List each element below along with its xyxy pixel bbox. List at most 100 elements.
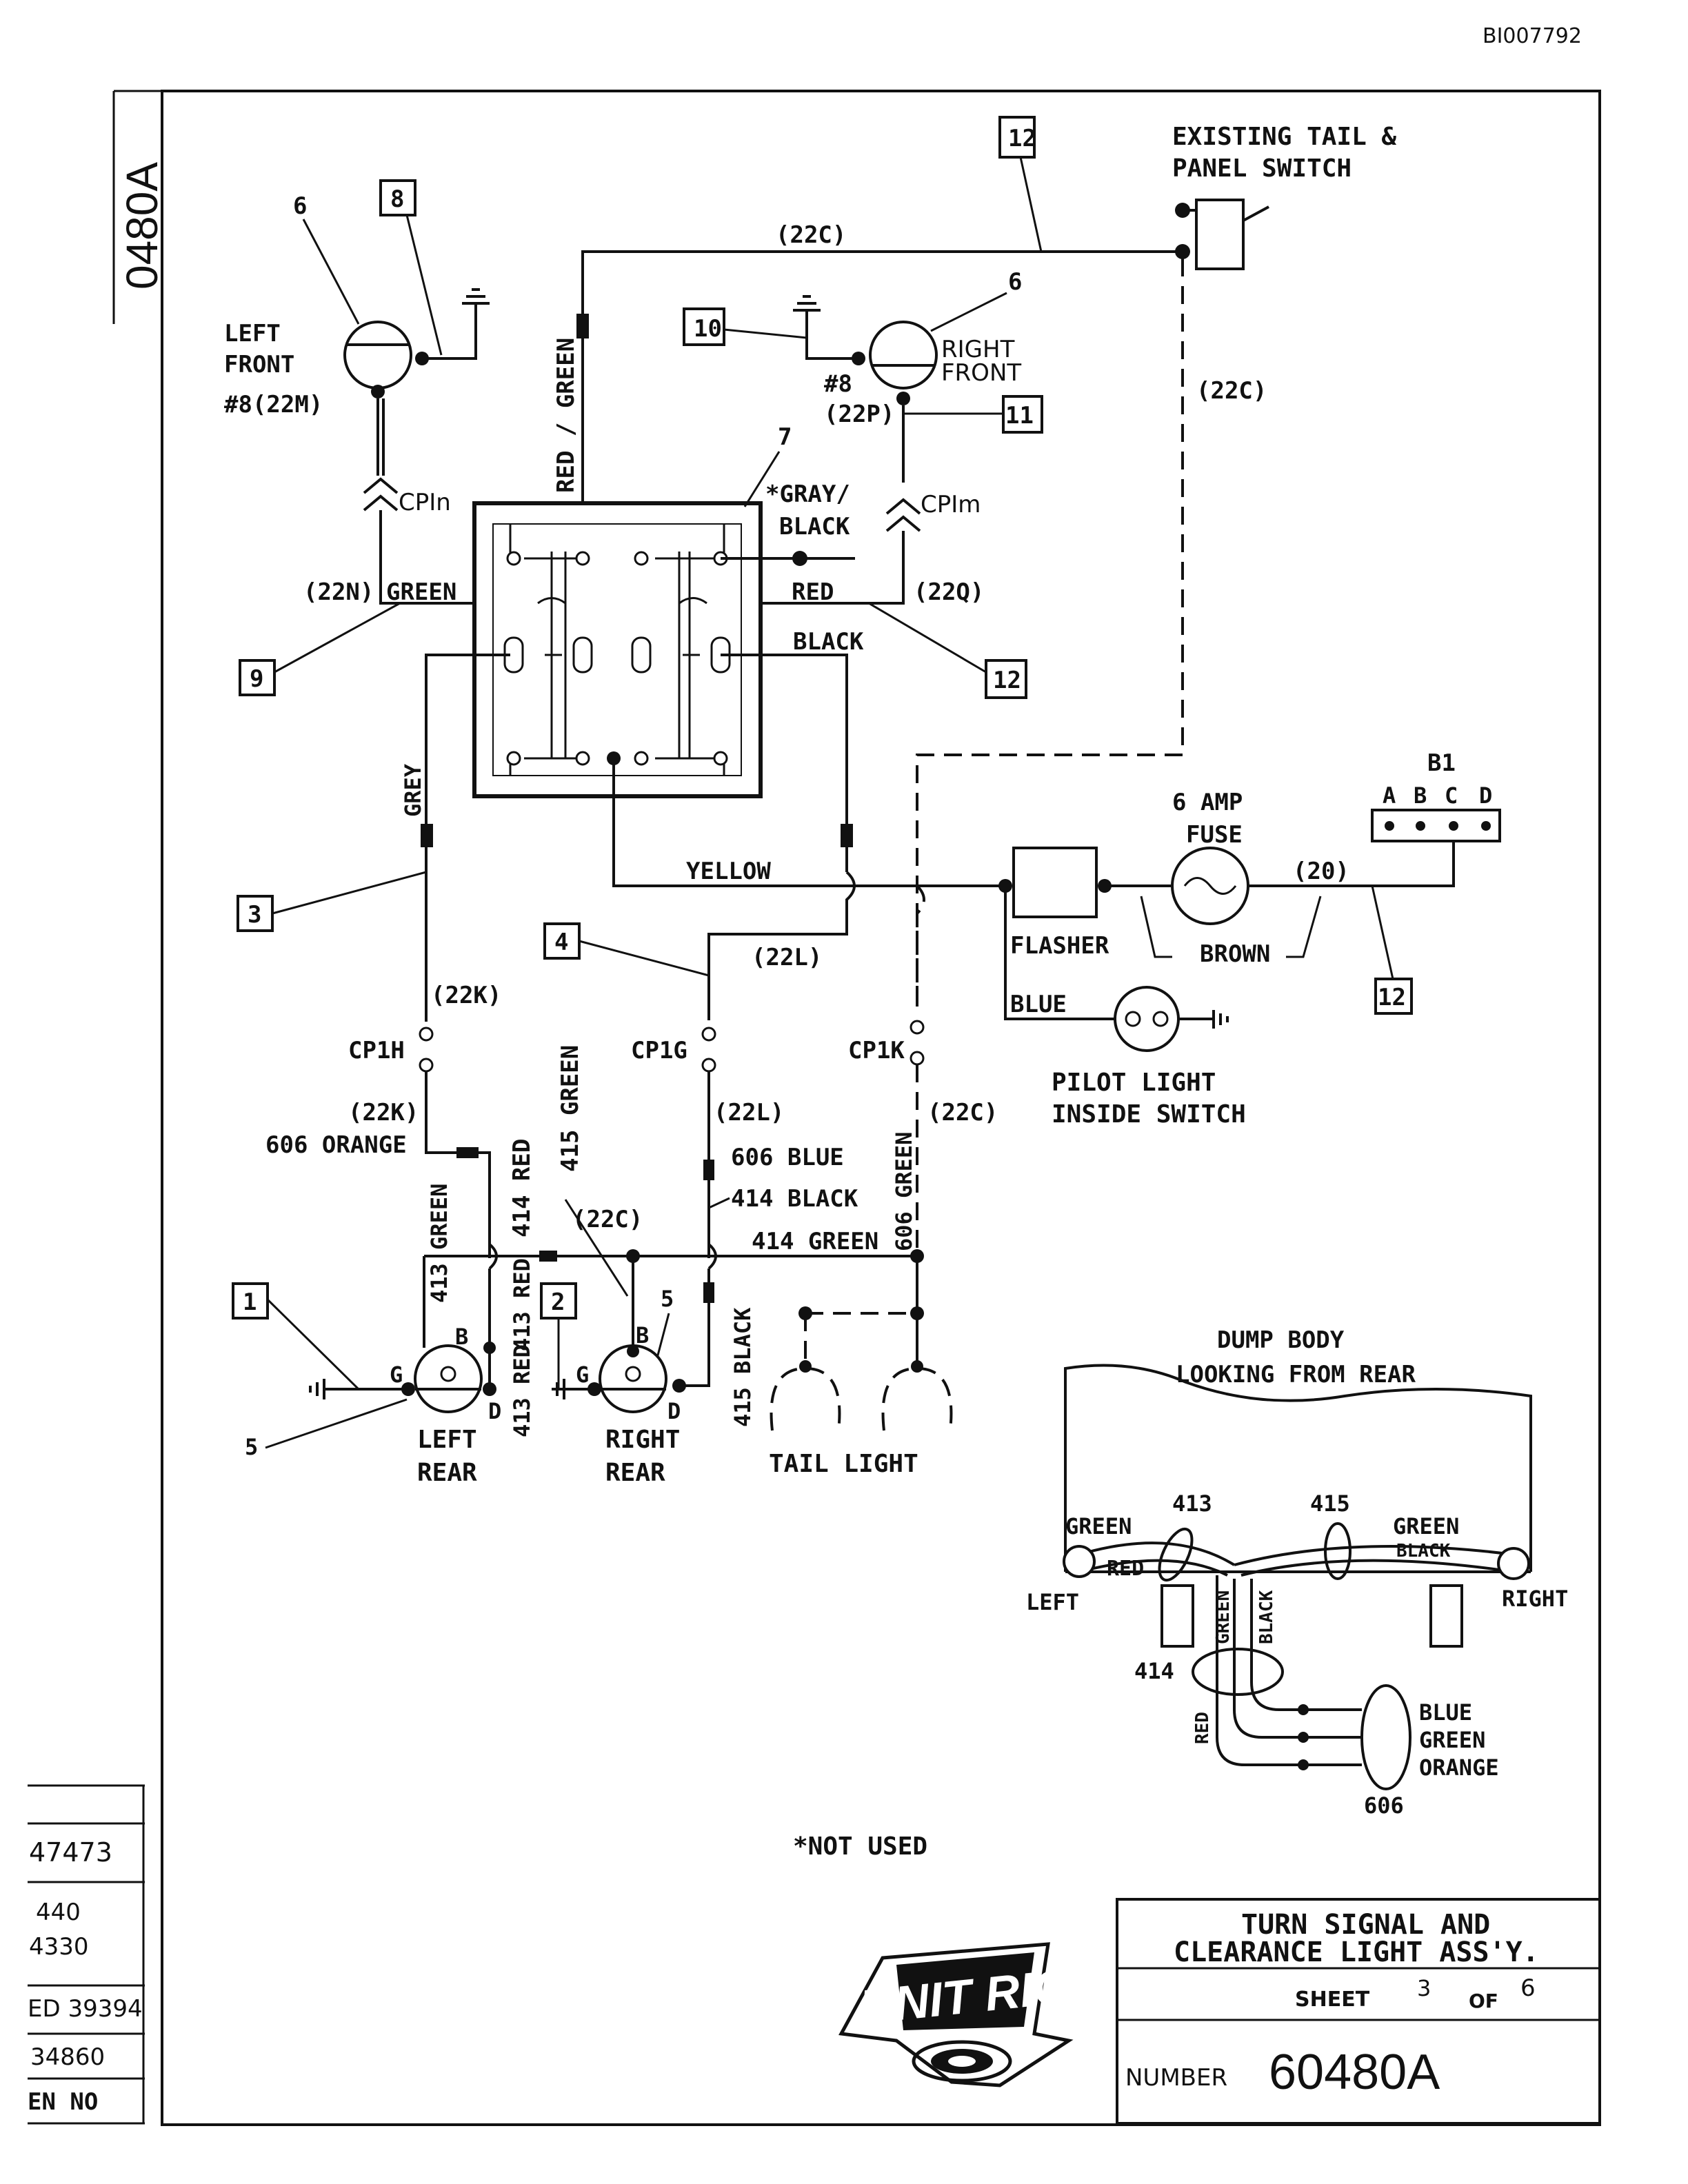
sheet-total: 6 xyxy=(1520,1974,1536,2002)
label-cpim: CPIm xyxy=(921,491,981,518)
callout-8-box xyxy=(239,659,276,696)
pin-cp1k-a xyxy=(910,1020,925,1035)
switch-internals xyxy=(509,524,725,776)
hop-414-red xyxy=(488,1243,498,1270)
wire-22l xyxy=(707,871,856,1020)
wire-black xyxy=(721,654,848,872)
number-label: NUMBER xyxy=(1125,2064,1227,2092)
pin-cp1g-a xyxy=(701,1027,716,1042)
label-cp1g: CP1G xyxy=(631,1037,687,1064)
label-cpin: CPIn xyxy=(399,489,451,516)
callout-5-top-text: 12 xyxy=(1008,125,1036,152)
label-22k-2: (22K) xyxy=(348,1099,419,1126)
tail-light-label: TAIL LIGHT xyxy=(769,1450,918,1478)
dump-orange: ORANGE xyxy=(1419,1755,1499,1781)
label-yellow: YELLOW xyxy=(686,858,771,885)
dump-green: GREEN xyxy=(1419,1727,1485,1753)
fuse-label: 6 AMP xyxy=(1172,789,1243,816)
tail-switch-label-2: PANEL SWITCH xyxy=(1172,154,1352,183)
leader-7 xyxy=(743,451,781,507)
sheet-label: SHEET xyxy=(1295,1988,1370,2012)
tail-light-1 xyxy=(770,1366,841,1431)
label-grey: GREY xyxy=(400,763,426,817)
callout-2-text: 2 xyxy=(551,1288,565,1316)
title-line-2: CLEARANCE LIGHT ASS'Y. xyxy=(1174,1937,1539,1968)
pin-cp1k-b xyxy=(910,1051,925,1066)
label-d1: D xyxy=(488,1398,501,1424)
right-front-label: RIGHT xyxy=(941,336,1015,363)
b1-term-d: D xyxy=(1479,782,1492,809)
label-22c-top: (22C) xyxy=(776,221,846,249)
dump-right: RIGHT xyxy=(1502,1586,1568,1612)
dump-415: 415 xyxy=(1310,1490,1350,1517)
wire-22q xyxy=(762,531,905,605)
b1-term-c: C xyxy=(1445,782,1458,809)
right-rear-label: RIGHT xyxy=(605,1426,680,1454)
connector-black xyxy=(841,824,853,847)
wire-yellow xyxy=(612,758,1005,887)
label-414-green: 414 GREEN xyxy=(752,1228,878,1255)
connector-606-blue xyxy=(703,1160,714,1180)
gray-black-terminal xyxy=(792,551,807,566)
connector-grey xyxy=(421,824,433,847)
label-22n: (22N) xyxy=(303,578,374,606)
wire-22c-top xyxy=(581,250,1183,503)
left-rear-label: LEFT xyxy=(417,1426,477,1454)
wire-22c-dashed-right xyxy=(916,259,1184,1007)
leader-8 xyxy=(274,602,401,674)
dump-414: 414 xyxy=(1134,1658,1174,1684)
label-gray-black: *GRAY/ xyxy=(765,481,850,508)
tail-switch xyxy=(1195,199,1245,270)
harness-left-red xyxy=(1078,1559,1228,1577)
b1-term-a: A xyxy=(1383,782,1396,809)
label-b2: B xyxy=(636,1322,649,1348)
pilot-label: PILOT LIGHT xyxy=(1052,1069,1216,1097)
callout-7: 7 xyxy=(778,423,792,451)
callout-10-box xyxy=(1002,395,1043,434)
callout-5-top xyxy=(998,116,1036,159)
tail-light-2 xyxy=(881,1366,953,1431)
harness-right-black xyxy=(1240,1559,1514,1577)
label-green-22n: GREEN xyxy=(386,578,456,606)
dump-red: RED xyxy=(1107,1557,1144,1581)
dump-red-vertical: RED xyxy=(1192,1712,1213,1744)
dump-blue: BLUE xyxy=(1419,1699,1472,1726)
switch-terminal-1 xyxy=(1175,203,1190,218)
label-22c-right: (22C) xyxy=(1196,377,1267,405)
connector-cpin xyxy=(363,477,399,512)
right-front-label-3: #8 xyxy=(824,370,852,398)
callout-3-box xyxy=(237,895,274,932)
label-b1: B xyxy=(455,1324,468,1350)
left-front-label: LEFT xyxy=(224,320,281,347)
dump-413: 413 xyxy=(1172,1490,1212,1517)
callout-6-box-text: 8 xyxy=(390,185,404,213)
right-front-label-4: (22P) xyxy=(824,401,894,428)
callout-5-plain-b: 5 xyxy=(245,1434,258,1460)
label-414-red: 414 RED xyxy=(508,1139,536,1237)
label-20: (20) xyxy=(1293,858,1349,885)
drawing-number: 60480A xyxy=(1269,2045,1440,2100)
right-front-ground-wire xyxy=(805,310,858,360)
callout-11-text: 12 xyxy=(993,667,1021,694)
leader-11 xyxy=(868,602,987,674)
leader-22c-arrow xyxy=(564,1199,629,1297)
unit-rig-logo: UNIT RIG xyxy=(838,1942,1074,2087)
harness-drop-red xyxy=(1216,1575,1362,1766)
fuse-element xyxy=(1183,877,1237,895)
left-front-label-3: #8(22M) xyxy=(224,391,323,418)
dump-left: LEFT xyxy=(1026,1589,1079,1615)
dump-green-left: GREEN xyxy=(1065,1513,1132,1539)
tail-switch-label: EXISTING TAIL & xyxy=(1172,123,1396,151)
dump-black-vertical: BLACK xyxy=(1256,1590,1277,1644)
label-red-green: RED / GREEN xyxy=(552,338,580,493)
label-606-green: 606 GREEN xyxy=(891,1132,917,1251)
label-415-green: 415 GREEN xyxy=(556,1045,584,1172)
label-22k: (22K) xyxy=(431,982,501,1009)
title-line-1: TURN SIGNAL AND xyxy=(1241,1909,1490,1941)
title-block xyxy=(1116,1898,1601,2125)
pin-cp1g-b xyxy=(701,1058,716,1073)
label-606-blue: 606 BLUE xyxy=(731,1144,844,1171)
of-label: OF xyxy=(1469,1990,1498,2012)
callout-6-plain: 6 xyxy=(293,192,307,220)
dump-body-leg-right xyxy=(1429,1584,1463,1648)
